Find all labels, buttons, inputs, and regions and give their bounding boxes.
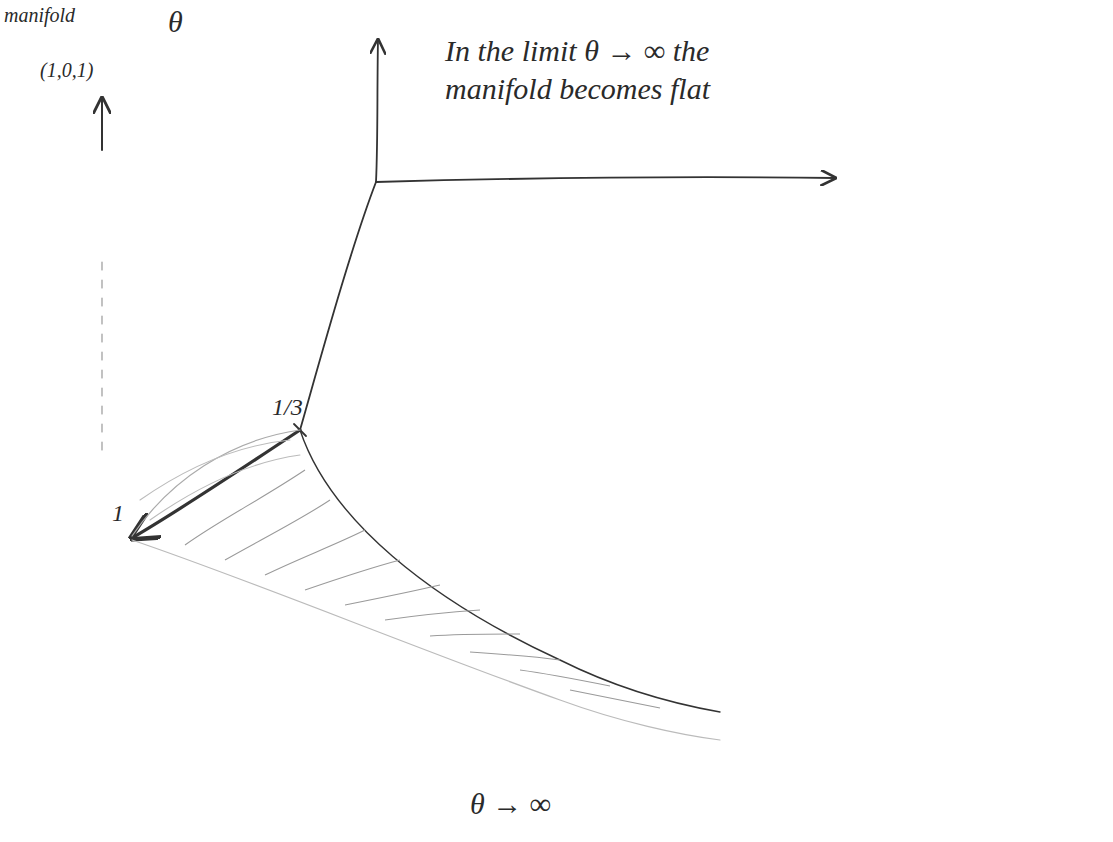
y-axis (376, 177, 835, 182)
hatching (185, 470, 660, 708)
z-axis (376, 40, 378, 182)
axis-label: manifold (4, 3, 75, 28)
manifold-edge (132, 540, 720, 740)
axis-label: 1 (112, 498, 124, 528)
note-text: In the limit θ → ∞ the manifold becomes … (445, 32, 745, 107)
manifold-boundary (300, 430, 720, 712)
axis-label: θ (168, 3, 183, 41)
sheet-curve (140, 440, 290, 500)
point-arrow (101, 98, 103, 150)
sheet-curve (132, 430, 300, 536)
axis-label: θ → ∞ (470, 785, 551, 823)
x-axis (300, 182, 376, 430)
edge-segment (132, 430, 300, 538)
guide-line (101, 260, 102, 450)
axis-label: (1,0,1) (40, 58, 93, 83)
axis-label: 1/3 (272, 392, 303, 422)
